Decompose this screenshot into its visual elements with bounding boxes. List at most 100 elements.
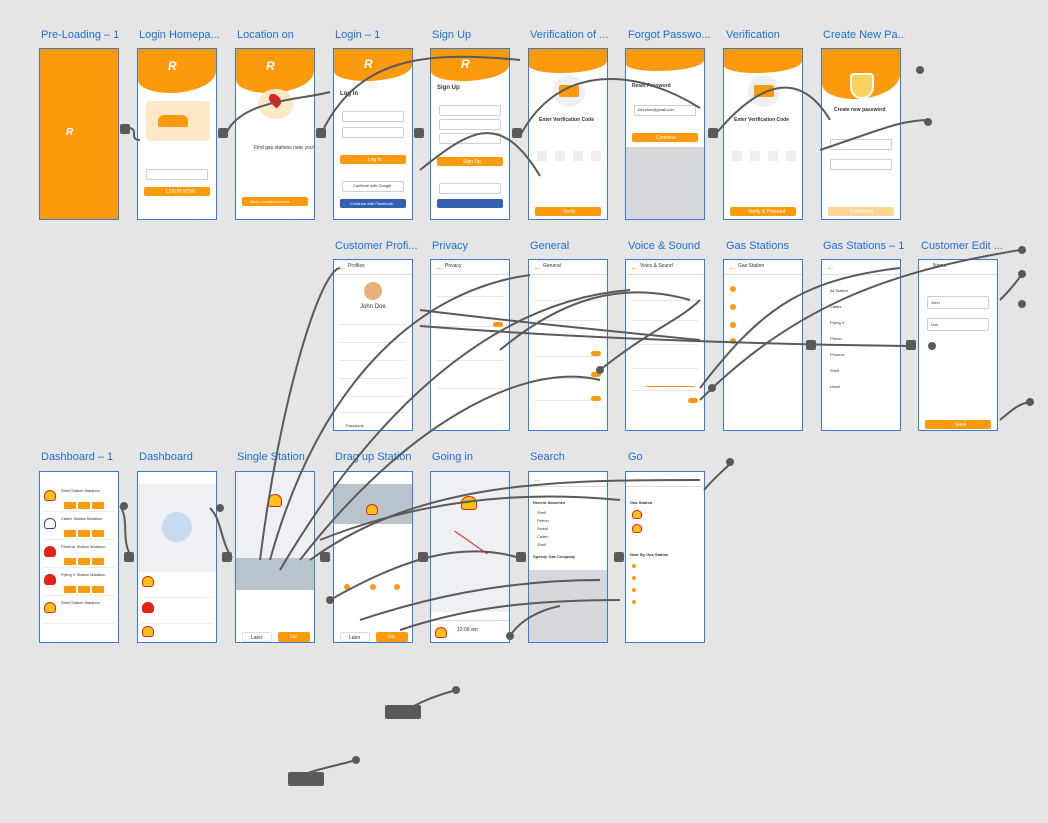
artboard-title-general[interactable]: General — [530, 240, 570, 252]
name-field[interactable] — [439, 105, 501, 116]
map-view[interactable] — [236, 472, 314, 558]
general-toggle-1[interactable] — [591, 351, 601, 356]
recent-item[interactable]: Shell — [537, 510, 546, 515]
artboard-title-verification[interactable]: Verification — [726, 29, 780, 41]
artboard-title-create-new[interactable]: Create New Pa... — [823, 29, 905, 41]
artboard-title-verification-of[interactable]: Verification of ... — [530, 29, 609, 41]
email-field[interactable]: Johndoe@gmail.com — [634, 105, 696, 116]
back-arrow-icon[interactable]: ← — [533, 474, 542, 484]
station-filter-item[interactable]: Flying V — [830, 320, 845, 325]
station-filter-item[interactable]: All Station — [830, 288, 849, 293]
artboard-title-gas-stations-1[interactable]: Gas Stations – 1 — [823, 240, 905, 252]
artboard-title-dashboard[interactable]: Dashboard — [139, 451, 193, 463]
facebook-button[interactable]: Continue with Facebook — [340, 199, 406, 208]
general-toggle-3[interactable] — [591, 396, 601, 401]
artboard-title-dashboard-1[interactable]: Dashboard – 1 — [41, 451, 114, 463]
artboard-title-gas-stations[interactable]: Gas Stations — [726, 240, 789, 252]
search-bar[interactable]: ← — [529, 472, 607, 487]
facebook-link[interactable]: Facebook — [346, 423, 364, 428]
station-row[interactable]: Phoenix Station Malabon — [43, 542, 115, 568]
station-filter-item[interactable]: Caltex — [830, 304, 842, 309]
keyboard[interactable] — [626, 147, 704, 219]
artboard-gas-stations[interactable]: ←Gas Station — [723, 259, 803, 431]
signup-button[interactable]: Sign Up — [437, 157, 503, 166]
artboard-title-go[interactable]: Go — [628, 451, 643, 463]
artboard-customer-profile[interactable]: ←Profiles John Doe Facebook — [333, 259, 413, 431]
artboard-gas-stations-1[interactable]: ← All Station Caltex Flying V Petron Pho… — [821, 259, 901, 431]
artboard-login[interactable]: R Log in Log In Continue with Google Con… — [333, 48, 413, 220]
login-button[interactable]: Log In — [340, 155, 406, 164]
station-row[interactable]: Shell Station Malabon — [43, 598, 115, 624]
back-arrow-icon[interactable]: ← — [630, 262, 639, 272]
artboard-title-single-station[interactable]: Single Station — [237, 451, 305, 463]
artboard-going-in[interactable]: 12:09 am — [430, 471, 510, 643]
artboard-title-preloading[interactable]: Pre-Loading – 1 — [41, 29, 120, 41]
facebook-button[interactable] — [437, 199, 503, 208]
artboard-title-privacy[interactable]: Privacy — [432, 240, 469, 252]
artboard-title-signup[interactable]: Sign Up — [432, 29, 472, 41]
back-arrow-icon[interactable]: ← — [435, 262, 444, 272]
verify-proceed-button[interactable]: Verify & Proceed — [730, 207, 796, 216]
station-row[interactable] — [141, 622, 213, 642]
recent-item[interactable]: Seaoil — [537, 526, 549, 531]
back-arrow-icon[interactable]: ← — [728, 262, 737, 272]
artboard-dashboard-1[interactable]: Shell Station Malabon Caltex Station Mal… — [39, 471, 119, 643]
artboard-title-forgot[interactable]: Forgot Passwo... — [628, 29, 710, 41]
back-arrow-icon[interactable]: ← — [533, 262, 542, 272]
later-button[interactable]: Later — [340, 632, 370, 642]
artboard-verification[interactable]: Enter Verification Code Verify & Proceed — [723, 48, 803, 220]
artboard-title-location[interactable]: Location on — [237, 29, 294, 41]
go-button[interactable]: Go — [278, 632, 310, 642]
back-arrow-icon[interactable]: ← — [923, 262, 932, 272]
artboard-signup[interactable]: R Sign Up Sign Up — [430, 48, 510, 220]
google-button[interactable]: Continue with Google — [342, 181, 404, 192]
artboard-go[interactable]: ← Gas Station Near By Gas Station — [625, 471, 705, 643]
google-button[interactable] — [439, 183, 501, 194]
voice-toggle[interactable] — [688, 398, 698, 403]
first-name-field[interactable]: John — [927, 296, 989, 309]
volume-slider[interactable] — [646, 386, 694, 387]
artboard-general[interactable]: ←General — [528, 259, 608, 431]
confirmed-button[interactable]: Confirmed — [828, 207, 894, 216]
artboard-location[interactable]: R Find gas stations near you! Allow Loca… — [235, 48, 315, 220]
keyboard[interactable] — [529, 570, 607, 642]
station-row[interactable]: Flying V Station Malabon — [43, 570, 115, 596]
station-row[interactable]: Caltex Station Malabon — [43, 514, 115, 540]
station-filter-item[interactable]: Phoenix — [830, 352, 845, 357]
account-field[interactable] — [146, 169, 208, 180]
privacy-toggle[interactable] — [493, 322, 503, 327]
general-toggle-2[interactable] — [591, 372, 601, 377]
recent-item[interactable]: Petron — [537, 518, 549, 523]
artboard-title-customer-profile[interactable]: Customer Profi... — [335, 240, 417, 252]
code-inputs[interactable] — [537, 151, 601, 161]
login-now-button[interactable]: LOGIN NOW — [144, 187, 210, 196]
verify-button[interactable]: Verify — [535, 207, 601, 216]
email-field[interactable] — [439, 119, 501, 130]
save-button[interactable]: Save — [925, 420, 991, 429]
password-field[interactable] — [342, 127, 404, 138]
artboard-verification-of[interactable]: Enter Verification Code Verify — [528, 48, 608, 220]
back-arrow-icon[interactable]: ← — [826, 262, 835, 272]
station-filter-item[interactable]: Petron — [830, 336, 842, 341]
artboard-title-login[interactable]: Login – 1 — [335, 29, 381, 41]
email-field[interactable] — [342, 111, 404, 122]
station-row[interactable] — [141, 572, 213, 598]
artboard-create-new[interactable]: Create new password Confirmed — [821, 48, 901, 220]
map-view[interactable] — [138, 484, 216, 572]
code-inputs[interactable] — [732, 151, 796, 161]
artboard-voice[interactable]: ←Voice & Sound — [625, 259, 705, 431]
continue-button[interactable]: Continue — [632, 133, 698, 142]
artboard-title-customer-edit[interactable]: Customer Edit ... — [921, 240, 1003, 252]
artboard-drag-up[interactable]: Later Go — [333, 471, 413, 643]
new-password-field[interactable] — [830, 139, 892, 150]
later-button[interactable]: Later — [242, 632, 272, 642]
avatar[interactable] — [364, 282, 382, 300]
artboard-title-search[interactable]: Search — [530, 451, 565, 463]
artboard-search[interactable]: ← Recent Searches Shell Petron Seaoil Ca… — [528, 471, 608, 643]
artboard-title-going-in[interactable]: Going in — [432, 451, 473, 463]
artboard-title-voice[interactable]: Voice & Sound — [628, 240, 701, 252]
artboard-forgot[interactable]: Reset Password Johndoe@gmail.com Continu… — [625, 48, 705, 220]
artboard-customer-edit[interactable]: ←Name John Doe Save — [918, 259, 998, 431]
recent-item[interactable]: Caltex — [537, 534, 549, 539]
